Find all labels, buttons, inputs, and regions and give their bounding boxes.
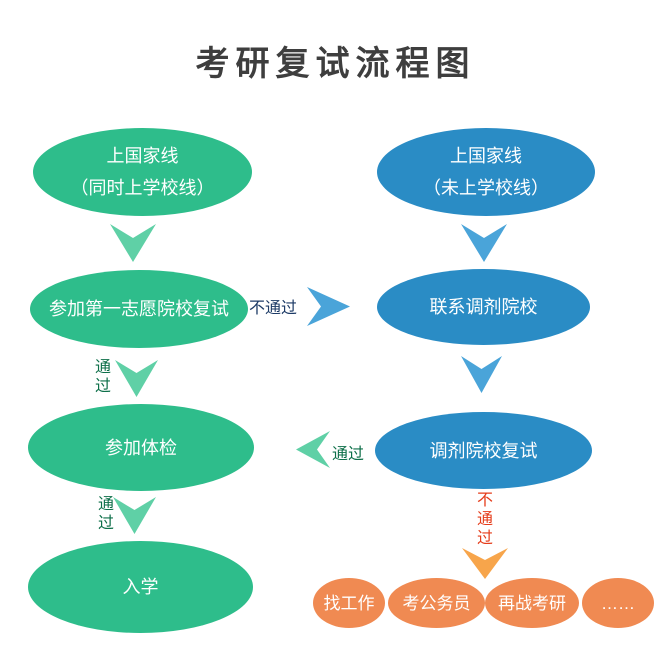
node-text-line1: 上国家线 — [450, 146, 522, 166]
node-text: 再战考研 — [498, 593, 566, 613]
node-text: 入学 — [122, 577, 159, 597]
node-text: 找工作 — [323, 593, 375, 613]
edge-label-fail: 不通过 — [474, 491, 491, 548]
node-outcome-find-job: 找工作 — [313, 578, 385, 628]
node-text-line2: （未上学校线） — [423, 178, 549, 198]
down-chevron-icon — [110, 224, 156, 262]
edge-label-pass: 通过 — [92, 358, 109, 396]
node-transfer-school-retest: 调剂院校复试 — [375, 412, 592, 489]
node-contact-transfer-school: 联系调剂院校 — [377, 269, 590, 345]
node-outcome-ellipsis: …… — [582, 578, 654, 628]
edge-label-pass: 通过 — [332, 446, 365, 463]
edge-label-fail: 不通过 — [249, 300, 298, 317]
node-enrollment: 入学 — [28, 541, 253, 633]
node-text: 联系调剂院校 — [429, 297, 538, 317]
node-text: 考公务员 — [402, 593, 471, 613]
node-national-and-school-line: 上国家线 （同时上学校线） — [33, 128, 252, 216]
node-outcome-civil-service-exam: 考公务员 — [388, 578, 485, 628]
node-text: 参加体检 — [105, 437, 177, 458]
page-title: 考研复试流程图 — [195, 45, 476, 83]
down-chevron-icon — [461, 356, 502, 393]
down-chevron-icon — [461, 224, 507, 262]
down-chevron-icon — [115, 360, 158, 397]
node-text: 参加第一志愿院校复试 — [49, 299, 229, 319]
left-chevron-icon — [296, 431, 330, 468]
edge-label-pass: 通过 — [95, 495, 112, 533]
node-first-choice-retest: 参加第一志愿院校复试 — [30, 270, 248, 348]
node-text: …… — [601, 593, 635, 613]
node-national-line-only: 上国家线 （未上学校线） — [377, 128, 595, 216]
node-physical-exam: 参加体检 — [28, 404, 254, 491]
down-chevron-icon — [113, 497, 156, 534]
node-text: 调剂院校复试 — [429, 440, 538, 461]
node-text-line1: 上国家线 — [106, 146, 179, 166]
node-text-line2: （同时上学校线） — [70, 178, 215, 198]
right-chevron-icon — [307, 287, 350, 326]
down-chevron-icon — [462, 548, 508, 579]
node-outcome-retake-exam: 再战考研 — [485, 578, 579, 628]
